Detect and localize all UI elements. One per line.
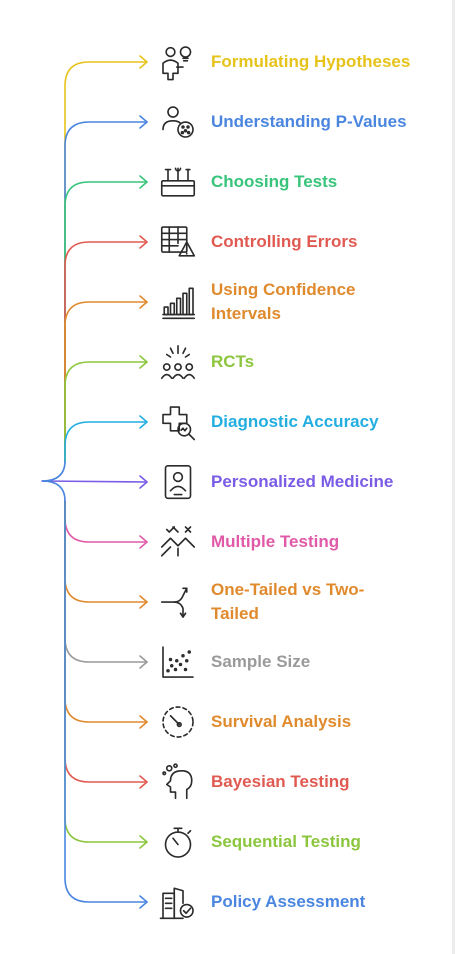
arrowhead bbox=[139, 535, 148, 549]
person-dots-icon bbox=[158, 102, 198, 142]
arrowhead bbox=[139, 595, 148, 609]
arrowhead bbox=[139, 235, 148, 249]
split-check-icon bbox=[158, 522, 198, 562]
root-junction-upper bbox=[41, 460, 66, 482]
arrowhead bbox=[139, 295, 148, 309]
arrowhead bbox=[139, 715, 148, 729]
topic-label: Diagnostic Accuracy bbox=[211, 412, 379, 431]
arrowhead bbox=[139, 655, 148, 669]
topic-label: One-Tailed vs Two- Tailed bbox=[211, 578, 364, 626]
arrowhead bbox=[139, 895, 148, 909]
connector-line bbox=[64, 181, 148, 462]
connector-line bbox=[64, 500, 148, 723]
connector-line bbox=[64, 121, 148, 462]
topic-label: Understanding P-Values bbox=[211, 112, 407, 131]
bar-chart-icon bbox=[158, 282, 198, 322]
connector-line bbox=[64, 421, 148, 462]
connector-line bbox=[64, 500, 148, 603]
topic-label-line: One-Tailed vs Two- bbox=[211, 580, 365, 599]
connector-line bbox=[64, 301, 148, 462]
arrowhead bbox=[139, 355, 148, 369]
arrowhead bbox=[139, 475, 148, 489]
topic-label-line: Tailed bbox=[211, 604, 259, 623]
topic-label: Personalized Medicine bbox=[211, 472, 394, 491]
connector-line bbox=[64, 361, 148, 462]
people-ideas-icon bbox=[158, 42, 198, 82]
scatter-plot-icon bbox=[158, 642, 198, 682]
connector-line bbox=[64, 500, 148, 903]
topic-label: Policy Assessment bbox=[211, 892, 366, 911]
topic-label-line: Intervals bbox=[211, 304, 281, 323]
connector-line bbox=[64, 500, 148, 843]
stopwatch-icon bbox=[158, 822, 198, 862]
connector-line bbox=[41, 480, 148, 483]
topic-label: Sample Size bbox=[211, 652, 311, 671]
root-junction-lower bbox=[41, 480, 66, 502]
topic-label: Survival Analysis bbox=[211, 712, 352, 731]
topic-label: Multiple Testing bbox=[211, 532, 340, 551]
connector-line bbox=[64, 500, 148, 783]
topic-label: Controlling Errors bbox=[211, 232, 358, 251]
arrowhead bbox=[139, 775, 148, 789]
arrowhead bbox=[139, 115, 148, 129]
topic-label: Formulating Hypotheses bbox=[211, 52, 411, 71]
topic-label: Choosing Tests bbox=[211, 172, 338, 191]
head-thought-icon bbox=[158, 762, 198, 802]
gauge-icon bbox=[158, 702, 198, 742]
topic-label: RCTs bbox=[211, 352, 255, 371]
connector-line bbox=[64, 500, 148, 543]
topic-label-line: Using Confidence bbox=[211, 280, 356, 299]
patient-card-icon bbox=[158, 462, 198, 502]
connector-line bbox=[64, 61, 148, 462]
medical-search-icon bbox=[158, 402, 198, 442]
connector-line bbox=[64, 241, 148, 462]
arrowhead bbox=[139, 415, 148, 429]
fork-arrow-icon bbox=[158, 582, 198, 622]
people-group-icon bbox=[158, 342, 198, 382]
connector-line bbox=[64, 500, 148, 663]
arrowhead bbox=[139, 175, 148, 189]
arrowhead bbox=[139, 835, 148, 849]
page-edge-divider bbox=[452, 0, 455, 954]
arrowhead bbox=[139, 55, 148, 69]
topic-label: Sequential Testing bbox=[211, 832, 361, 851]
building-check-icon bbox=[158, 882, 198, 922]
tools-box-icon bbox=[158, 162, 198, 202]
table-warning-icon bbox=[158, 222, 198, 262]
topic-label: Bayesian Testing bbox=[211, 772, 350, 791]
